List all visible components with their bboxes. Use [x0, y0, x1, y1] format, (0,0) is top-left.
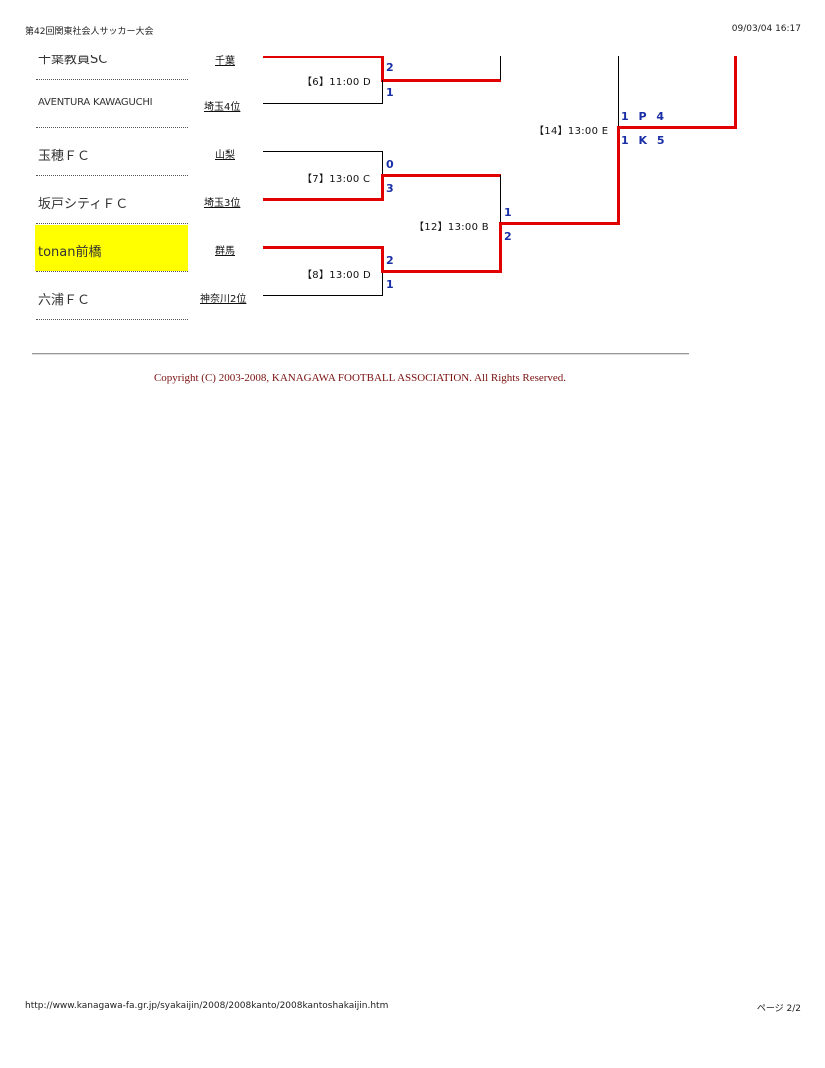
match-12-score-bottom: 2 [504, 230, 512, 243]
page-number: ページ 2/2 [756, 1004, 801, 1014]
document-title: 第42回関東社会人サッカー大会 [25, 27, 154, 37]
bracket-line [263, 103, 383, 104]
team-name-5: tonan前橋 [38, 245, 102, 260]
winner-line [381, 246, 384, 272]
bracket-line [263, 295, 383, 296]
bracket-line [263, 151, 383, 152]
winner-line [617, 127, 620, 225]
team-name-1: 千葉教員SC [38, 52, 108, 67]
match-8-score-top: 2 [386, 254, 394, 267]
team-pref-2[interactable]: 埼玉4位 [204, 102, 241, 113]
winner-line [381, 270, 501, 273]
row-divider [36, 127, 188, 128]
match-14-score-top: 1 P 4 [621, 110, 668, 123]
team-name-6: 六浦ＦＣ [38, 293, 91, 308]
match-7-score-bottom: 3 [386, 182, 394, 195]
bracket-line [618, 56, 619, 128]
row-divider [36, 223, 188, 224]
winner-line [617, 126, 737, 129]
team-pref-1[interactable]: 千葉 [215, 56, 235, 67]
match-12-label: 【12】13:00 B [414, 222, 489, 233]
winner-line [263, 56, 383, 58]
team-pref-6[interactable]: 神奈川2位 [200, 294, 247, 305]
team-name-2: AVENTURA KAWAGUCHI [38, 97, 153, 108]
team-name-4: 坂戸シティＦＣ [38, 197, 129, 212]
page-cut-mask-2 [0, 36, 825, 55]
winner-line [381, 175, 384, 201]
match-6-score-bottom: 1 [386, 86, 394, 99]
row-divider [36, 271, 188, 272]
team-pref-4[interactable]: 埼玉3位 [204, 198, 241, 209]
match-14-score-bottom: 1 K 5 [621, 134, 668, 147]
winner-line [263, 246, 384, 249]
print-datetime: 09/03/04 16:17 [731, 24, 801, 34]
match-6-score-top: 2 [386, 61, 394, 74]
winner-line [499, 223, 502, 273]
page-url: http://www.kanagawa-fa.gr.jp/syakaijin/2… [25, 1001, 389, 1011]
team-name-3: 玉穂ＦＣ [38, 149, 91, 164]
match-14-label: 【14】13:00 E [534, 126, 609, 137]
winner-line [383, 79, 501, 82]
copyright-text: Copyright (C) 2003-2008, KANAGAWA FOOTBA… [153, 372, 567, 384]
winner-line [499, 222, 619, 225]
match-7-label: 【7】13:00 C [302, 174, 371, 185]
winner-line [381, 56, 384, 82]
team-pref-5[interactable]: 群馬 [215, 246, 235, 257]
match-8-score-bottom: 1 [386, 278, 394, 291]
bracket-line [382, 80, 383, 104]
row-divider [36, 319, 188, 320]
bracket-line [500, 175, 501, 224]
match-12-score-top: 1 [504, 206, 512, 219]
winner-line [381, 174, 501, 177]
winner-line [263, 198, 384, 201]
team-pref-3[interactable]: 山梨 [215, 150, 235, 161]
match-6-label: 【6】11:00 D [302, 77, 372, 88]
row-divider [36, 79, 188, 80]
row-divider [36, 175, 188, 176]
bracket-line [382, 272, 383, 296]
footer-divider [32, 353, 689, 355]
match-8-label: 【8】13:00 D [302, 270, 372, 281]
bracket-line [382, 151, 383, 176]
team-highlight [35, 225, 188, 271]
bracket-line [500, 56, 501, 80]
winner-line [734, 56, 737, 129]
match-7-score-top: 0 [386, 158, 394, 171]
